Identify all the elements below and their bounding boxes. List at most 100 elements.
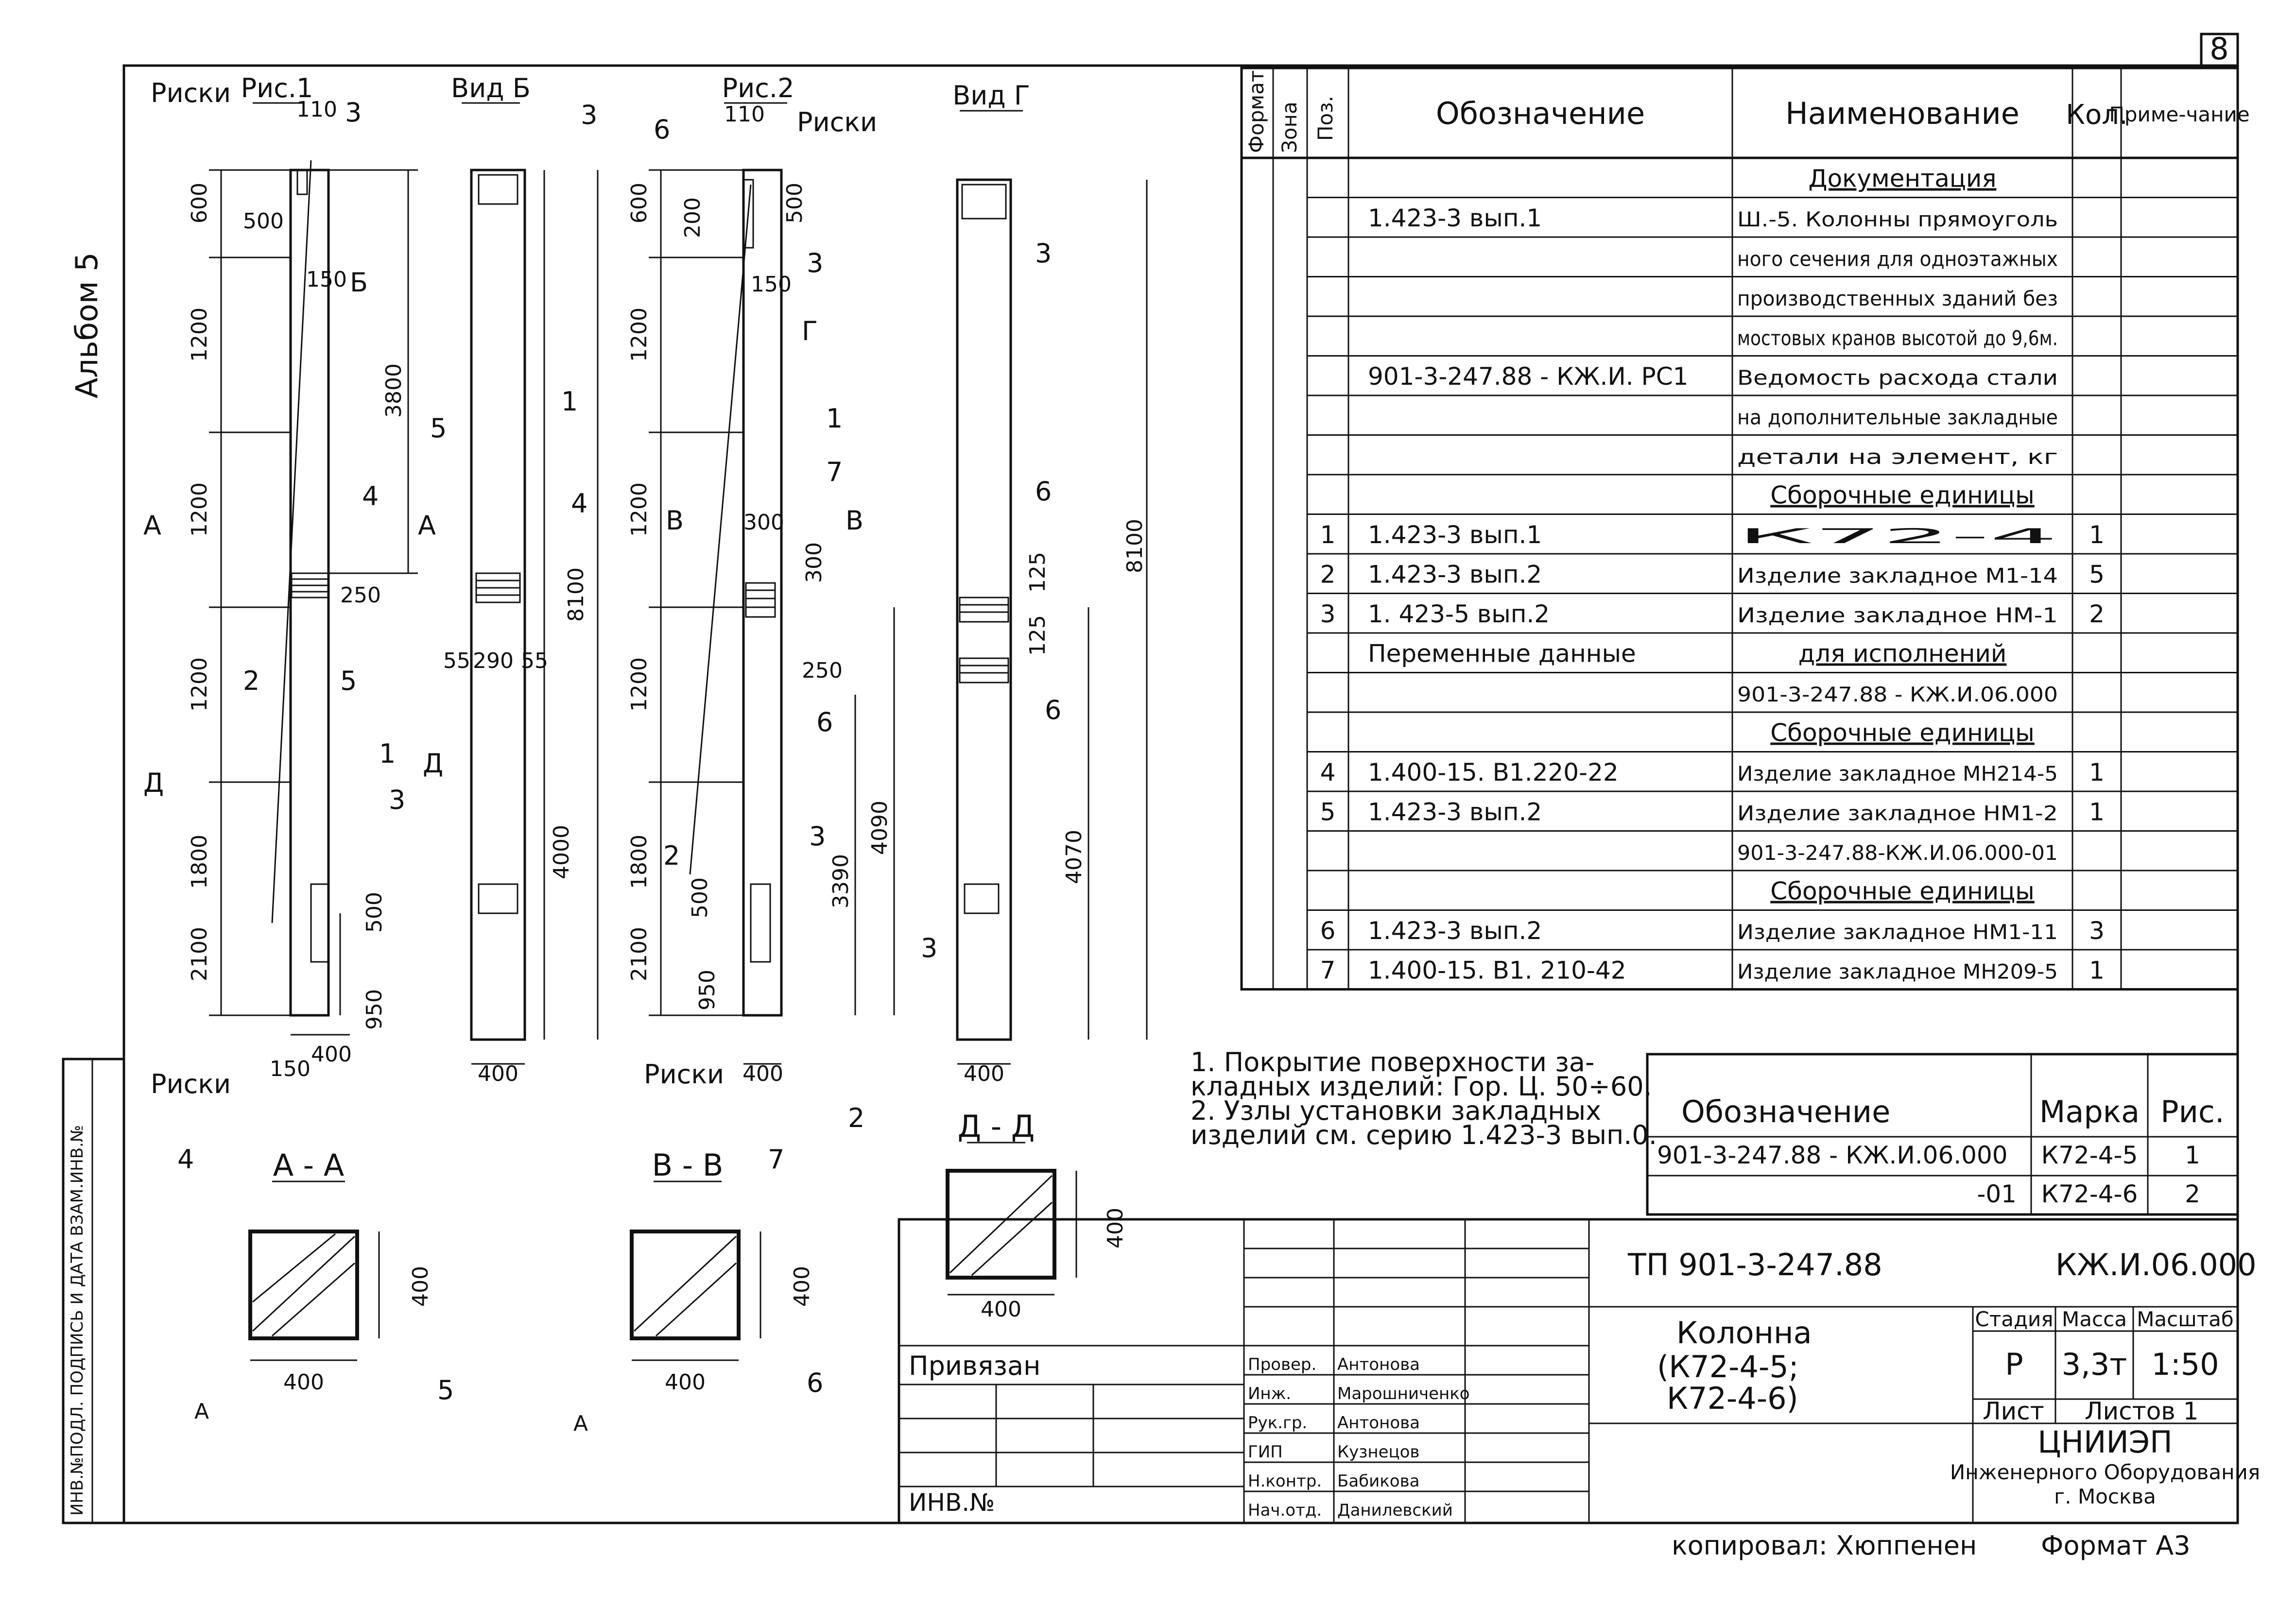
spec-row-name: К72-4 (1737, 524, 2058, 548)
fig1-dim-1800: 1800 (187, 835, 212, 889)
fig2-dim-500b: 500 (688, 877, 712, 918)
spec-row-name: детали на элемент, кг (1737, 445, 2058, 469)
signer-role: Рук.гр. (1248, 1413, 1307, 1433)
fig2-title: Рис.2 (722, 73, 794, 103)
view-g-pos-6a: 6 (1035, 476, 1052, 507)
spec-row-pos: 6 (1320, 917, 1336, 945)
view-b-column (470, 169, 526, 1041)
spec-header-pos: Поз. (1313, 96, 1337, 141)
fig1-pos-2: 2 (243, 666, 259, 696)
fig2-dim-4090: 4090 (867, 801, 892, 855)
marks-header-designation: Обозначение (1681, 1094, 1890, 1129)
fig1-embed-3 (310, 883, 329, 963)
title-inv: ИНВ.№ (909, 1488, 995, 1517)
spec-row-pos: 1 (1320, 521, 1336, 549)
section-vv-pos-6: 6 (807, 1368, 823, 1398)
spec-row-name: Ш.-5. Колонны прямоуголь (1737, 207, 2058, 231)
view-g-embed-6a (959, 597, 1009, 623)
title-bound: Привязан (909, 1351, 1040, 1381)
side-stamp-frame (62, 1058, 125, 1524)
album-label: Альбом 5 (69, 252, 104, 398)
fig1-dim-3800: 3800 (381, 363, 406, 418)
marks-table: Обозначение Марка Рис. 901-3-247.88 - КЖ… (1646, 1053, 2239, 1216)
section-dd-title: Д - Д (958, 1109, 1035, 1144)
spec-row-designation: 901-3-247.88 - КЖ.И. РС1 (1368, 362, 1688, 391)
signer-role: ГИП (1248, 1442, 1283, 1462)
signer-name: Антонова (1337, 1413, 1420, 1433)
fig1-dim-1200a: 1200 (187, 308, 212, 362)
signer-name: Бабикова (1337, 1471, 1419, 1491)
spec-header-format: Формат (1244, 70, 1268, 153)
fig1-dim-1200b: 1200 (187, 482, 212, 537)
fig2-pos-3: 3 (807, 248, 823, 278)
spec-row-name: Изделие закладное М1-14 (1737, 564, 2058, 588)
spec-row-name: Изделие закладное МН214-5 (1737, 762, 2058, 786)
spec-row-name: Ведомость расхода стали (1737, 366, 2058, 390)
sheet-number: 8 (2210, 31, 2228, 67)
view-b-title: Вид Б (451, 73, 531, 103)
section-vv-dim-400v: 400 (790, 1266, 814, 1307)
title-org-2: Инженерного Оборудования (1950, 1460, 2260, 1484)
spec-row-name: ного сечения для одноэтажных (1737, 247, 2058, 271)
view-b-pos-5: 5 (430, 413, 447, 444)
view-b-dim-290: 290 (473, 649, 514, 673)
fig2-pos-7: 7 (826, 457, 843, 487)
fig2-dim-300v: 300 (802, 542, 827, 583)
fig2-drawing: Рис.2 Риски 600 1200 1200 1200 1800 2100… (627, 73, 895, 1090)
marks-row1-fig: 1 (2185, 1141, 2200, 1169)
section-dd-rect (946, 1169, 1056, 1280)
section-aa-dim-400v: 400 (408, 1266, 433, 1307)
section-vv-dim-400h: 400 (665, 1370, 706, 1395)
spec-row-qty: 3 (2089, 917, 2105, 945)
spec-row-section: для исполнений (1798, 640, 2007, 668)
fig2-marks-label-bottom: Риски (644, 1059, 724, 1090)
fig2-arrow-v: В (666, 505, 684, 536)
title-stage-label: Стадия (1975, 1307, 2053, 1331)
spec-row-designation: 1.400-15. В1.220-22 (1368, 758, 1619, 786)
fig2-dim-150: 150 (751, 272, 792, 297)
spec-row-qty: 1 (2089, 957, 2105, 985)
format-label: Формат А3 (2041, 1530, 2191, 1561)
title-mass-label: Масса (2062, 1307, 2127, 1331)
marks-header-mark: Марка (2039, 1094, 2140, 1129)
fig1-dim-600: 600 (187, 183, 212, 223)
fig2-pos-3b: 3 (809, 821, 826, 852)
spec-row-designation: 1.423-3 вып.2 (1368, 561, 1542, 589)
title-code: ТП 901-3-247.88 (1627, 1247, 1882, 1282)
spec-row-pos: 7 (1320, 957, 1336, 985)
view-g-pos-3b: 3 (921, 933, 937, 963)
spec-row-section: Сборочные единицы (1770, 481, 2035, 510)
section-aa-pos-4: 4 (177, 1144, 194, 1175)
spec-row-designation: 1.423-3 вып.1 (1368, 521, 1542, 549)
spec-row-name: Изделие закладное НМ1-2 (1737, 802, 2058, 825)
view-b-pos-3: 3 (581, 100, 597, 130)
fig2-marks-label: Риски (797, 107, 877, 137)
spec-header-note: Приме-чание (2109, 103, 2249, 126)
fig1-marks-label: Риски (151, 78, 231, 108)
note-line-4: изделий см. серию 1.423-3 вып.0. (1191, 1120, 1657, 1150)
notes-block: 1. Покрытие поверхности за- кладных изде… (1191, 1047, 1657, 1150)
fig2-embed-3 (750, 883, 771, 963)
fig1-drawing: Рис.1 Риски 600 1200 1200 1200 1800 2100… (143, 73, 443, 1099)
spec-row-qty: 1 (2089, 758, 2105, 786)
view-b-arrow-a: А (418, 510, 436, 541)
fig1-pos-1: 1 (379, 738, 396, 769)
view-g-dim-8100: 8100 (1122, 519, 1147, 573)
fig1-pos-3: 3 (345, 97, 362, 128)
title-org-1: ЦНИИЭП (2037, 1424, 2172, 1460)
view-b-dim-8100: 8100 (564, 567, 588, 622)
title-block: Привязан ИНВ.№ Провер.АнтоноваИнж.Марошн… (898, 1218, 2260, 1524)
fig1-dim-110: 110 (296, 97, 337, 122)
title-line-3: К72-4-6) (1667, 1381, 1798, 1416)
marks-row1-des: 901-3-247.88 - КЖ.И.06.000 (1657, 1141, 2008, 1169)
fig2-pos-2: 2 (663, 840, 680, 871)
fig2-dim-3390: 3390 (829, 854, 853, 908)
title-scale: 1:50 (2151, 1347, 2219, 1382)
title-line-2: (К72-4-5; (1657, 1349, 1799, 1385)
spec-row-section: Сборочные единицы (1770, 719, 2035, 747)
fig2-dim-110: 110 (724, 102, 765, 127)
section-dd: Д - Д 400 400 2 (848, 1103, 1128, 1322)
signer-name: Данилевский (1337, 1501, 1453, 1520)
spec-row-pos: 3 (1320, 600, 1336, 628)
